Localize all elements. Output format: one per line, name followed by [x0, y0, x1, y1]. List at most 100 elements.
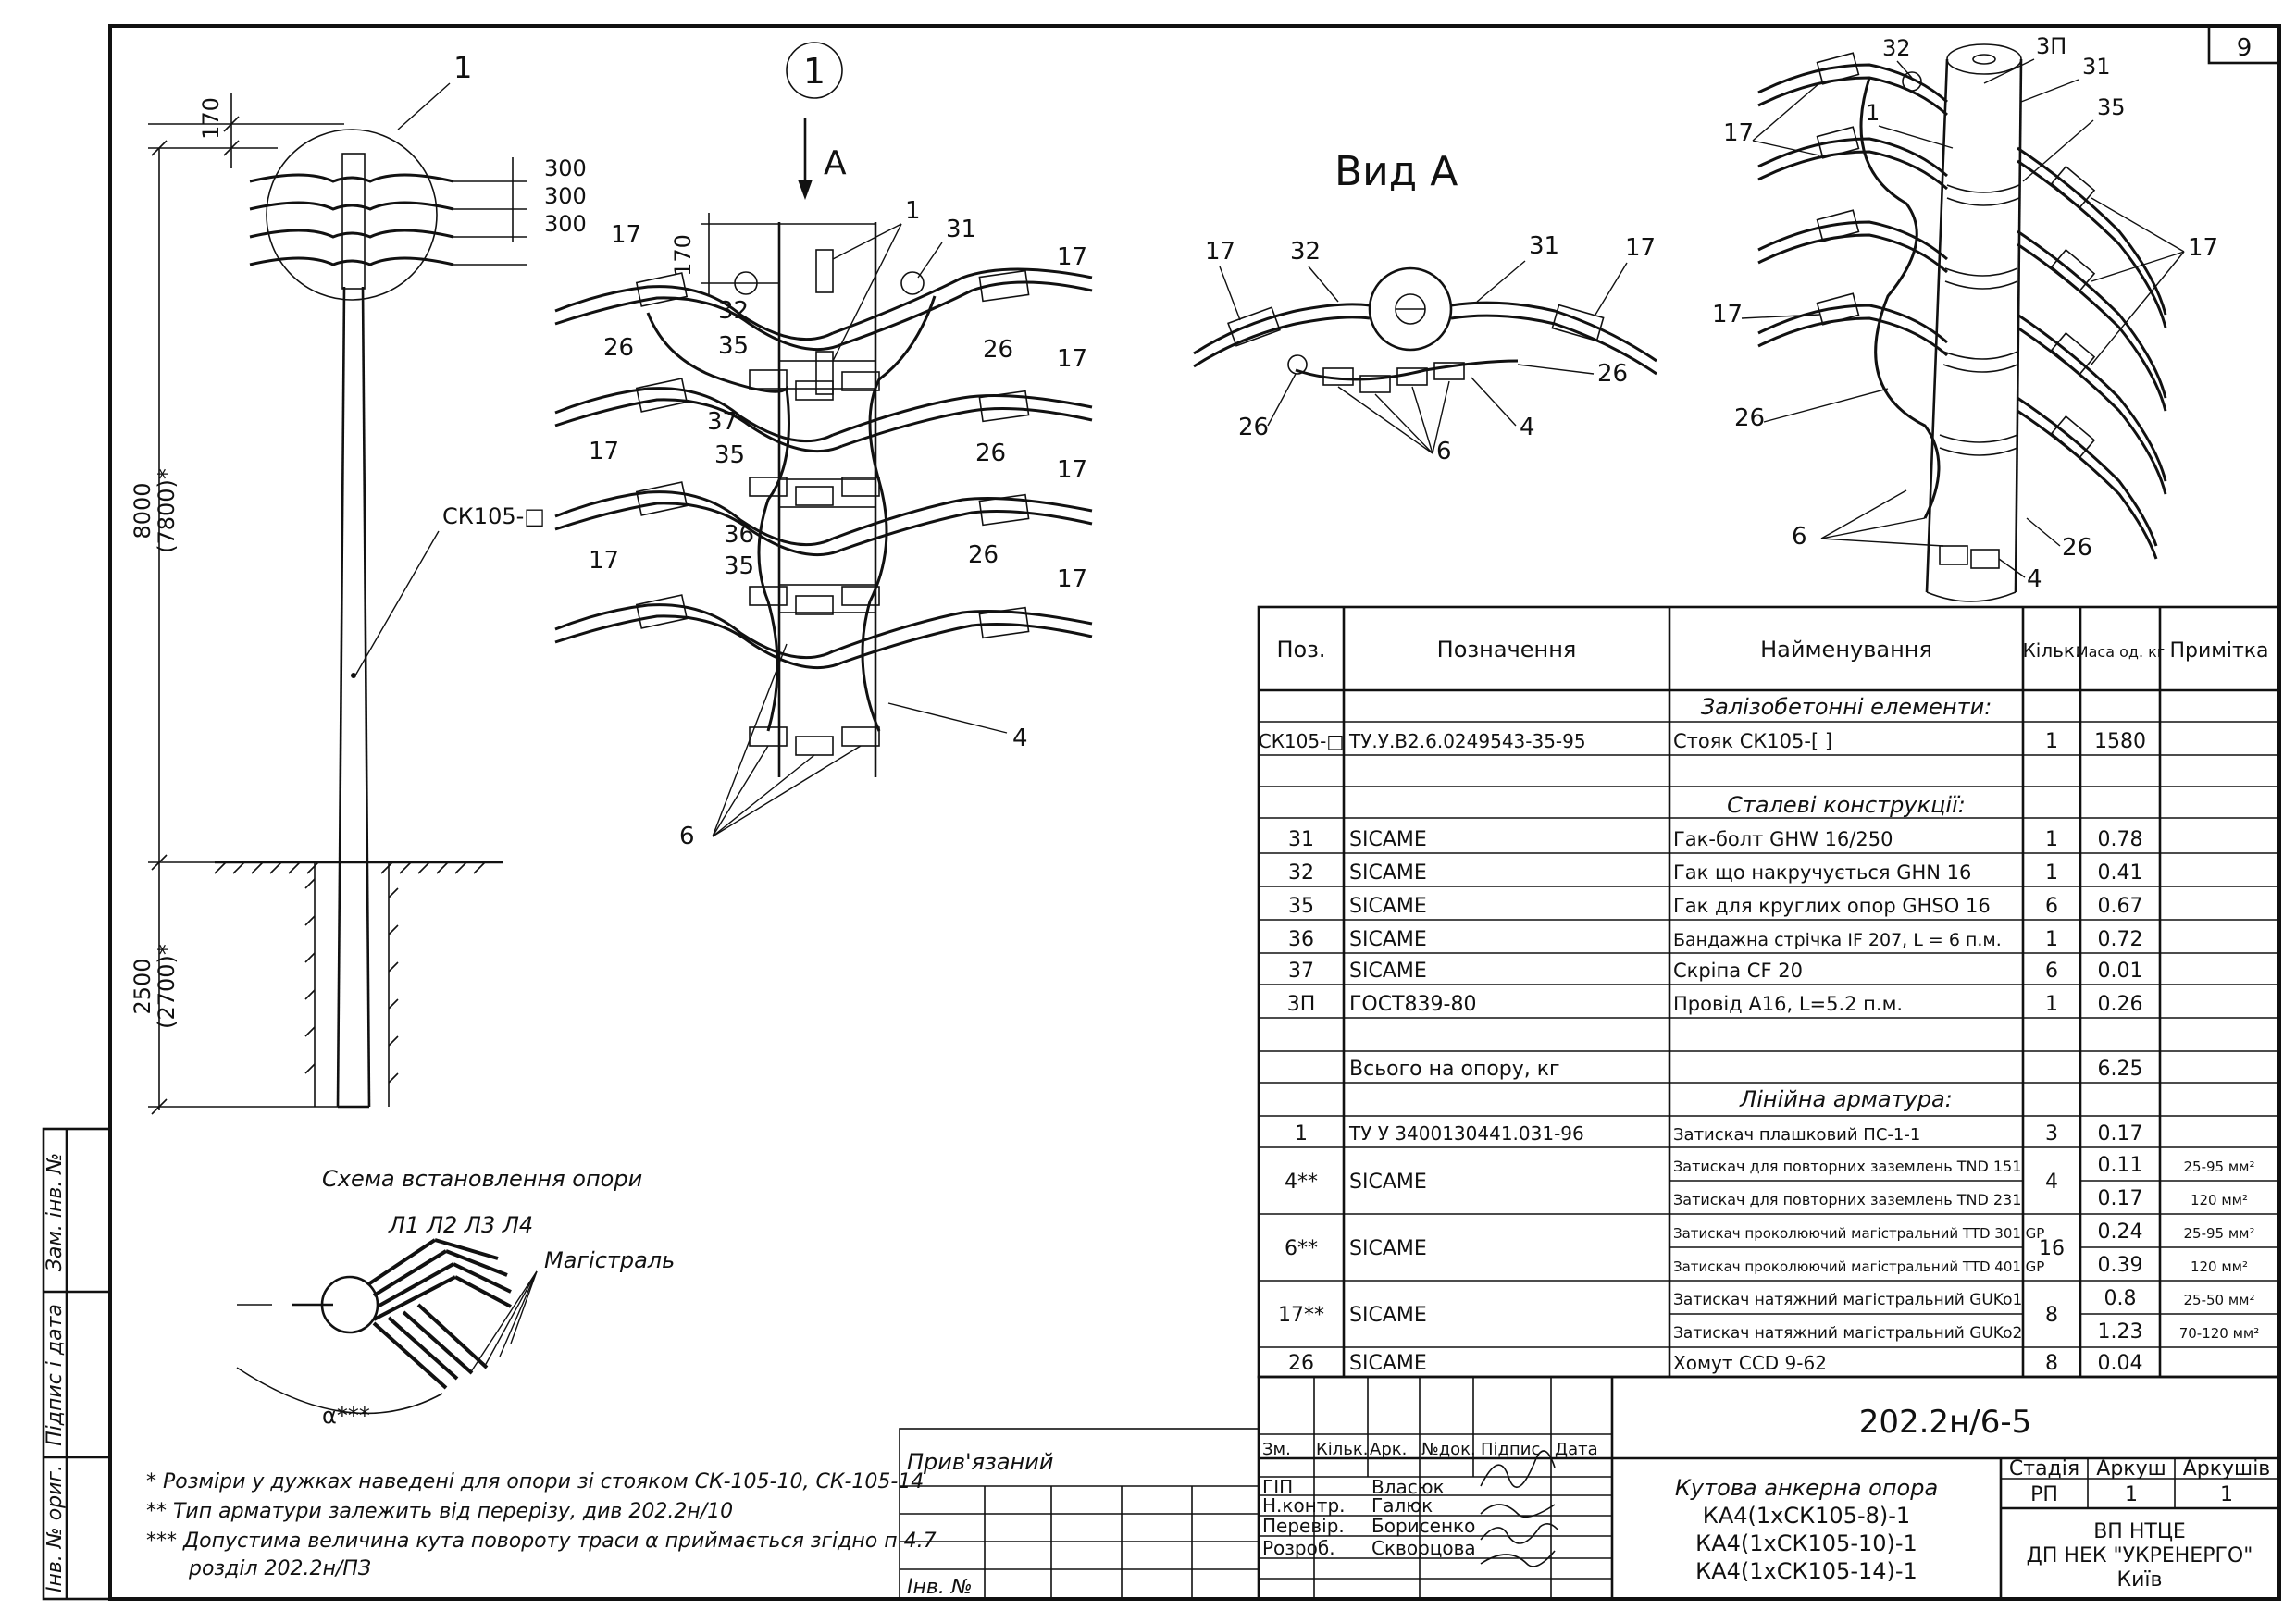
- detail-leader-labels: 1 31 32 35 35 35 37 36 26 26 26 26 17 17…: [589, 197, 1087, 850]
- staff-role: Перевір.: [1262, 1515, 1345, 1537]
- signatures: [1480, 1450, 1559, 1567]
- view-a-label-31: 31: [1529, 232, 1559, 260]
- cell-mass-b: 0.17: [2098, 1187, 2143, 1210]
- cell-name: Гак-болт GHW 16/250: [1673, 828, 1893, 850]
- col-header-note: Примітка: [2169, 639, 2268, 663]
- section-steel: Сталеві конструкції:: [1727, 792, 1966, 818]
- cell-note-b: 120 мм²: [2191, 1258, 2248, 1275]
- spec-row-4: 4** SICAME 4 Затискач для повторних зазе…: [1285, 1154, 2255, 1210]
- cell-name-b: Затискач для повторних заземлень TND 231: [1673, 1191, 2021, 1208]
- staff-role: ГІП: [1262, 1476, 1293, 1498]
- staff-row: Н.контр. Галюк: [1262, 1494, 1433, 1517]
- cell-name: Провід А16, L=5.2 п.м.: [1673, 993, 1903, 1015]
- cell-name: Гак що накручується GHN 16: [1673, 861, 1971, 884]
- cell-mass-b: 1.23: [2098, 1320, 2143, 1344]
- view-a-title: Вид А: [1334, 148, 1458, 195]
- iso-label-35: 35: [2097, 94, 2126, 120]
- cell-designation: Всього на опору, кг: [1349, 1058, 1560, 1081]
- detail-label-26d: 26: [968, 541, 999, 569]
- detail-label-37: 37: [707, 408, 738, 436]
- cell-name-b: Затискач проколюючий магістральний TTD 4…: [1673, 1258, 2044, 1275]
- cell-mass: 0.41: [2098, 861, 2143, 885]
- doc-code: 202.2н/6-5: [1859, 1404, 2032, 1441]
- note-3: *** Допустима величина кута повороту тра…: [146, 1530, 937, 1553]
- org-line-2: ДП НЕК "УКРЕНЕРГО": [2027, 1544, 2253, 1567]
- cell-qty: 3: [2045, 1122, 2058, 1146]
- sheet-value: 1: [2125, 1483, 2138, 1506]
- detail-label-17f: 17: [589, 547, 619, 575]
- detail-label-35c: 35: [724, 552, 754, 580]
- staff-role: Н.контр.: [1262, 1494, 1346, 1517]
- staff-row: Розроб. Скворцова: [1262, 1537, 1476, 1559]
- note-2: ** Тип арматури залежить від перерізу, д…: [146, 1500, 733, 1523]
- iso-label-32: 32: [1882, 35, 1911, 61]
- cell-mass: 6.25: [2098, 1058, 2143, 1081]
- iso-label-17a: 17: [1723, 119, 1754, 147]
- detail-label-35b: 35: [714, 441, 745, 469]
- dim-170-top: 170: [198, 97, 224, 140]
- col-kilk: Кільк.: [1316, 1440, 1369, 1459]
- cell-name: Хомут CCD 9-62: [1673, 1352, 1827, 1374]
- sheets-value: 1: [2220, 1483, 2233, 1506]
- cell-qty: 1: [2045, 828, 2058, 851]
- cell-name: Гак для круглих опор GHSO 16: [1673, 895, 1991, 917]
- cell-pos: 3П: [1287, 993, 1316, 1016]
- cell-mass-a: 0.24: [2098, 1220, 2143, 1244]
- spec-row-37: 37 SICAME Скріпа CF 20 6 0.01: [1288, 960, 2142, 983]
- iso-label-26b: 26: [2062, 534, 2092, 562]
- cell-note-a: 25-95 мм²: [2184, 1158, 2255, 1175]
- col-header-name: Найменування: [1760, 637, 1932, 663]
- cell-qty: 1: [2045, 730, 2058, 753]
- col-ark: Арк.: [1370, 1440, 1407, 1459]
- col-header-pos: Поз.: [1276, 637, 1325, 663]
- dim-height-alt: (7800)*: [154, 468, 180, 553]
- dim-300-3: 300: [544, 211, 587, 237]
- linked-block: Прив'язаний Інв. №: [899, 1428, 1260, 1600]
- sheets-header: Аркушів: [2183, 1457, 2271, 1481]
- cell-name: Бандажна стрічка IF 207, L = 6 п.м.: [1673, 930, 2002, 950]
- spec-row-32: 32 SICAME Гак що накручується GHN 16 1 0…: [1288, 861, 2142, 885]
- section-linear: Лінійна арматура:: [1739, 1086, 1953, 1112]
- spec-row-17: 17** SICAME 8 Затискач натяжний магістра…: [1278, 1287, 2259, 1344]
- cell-pos: 6**: [1285, 1237, 1318, 1260]
- detail-label-35a: 35: [718, 332, 749, 360]
- detail-dim-170: 170: [670, 234, 696, 277]
- detail-label-36: 36: [724, 521, 754, 549]
- cell-note-b: 120 мм²: [2191, 1192, 2248, 1208]
- dim-300-1: 300: [544, 155, 587, 181]
- view-a-label-17a: 17: [1205, 238, 1235, 266]
- stage-value: РП: [2030, 1483, 2058, 1506]
- cell-mass: 0.04: [2098, 1352, 2143, 1375]
- staff-name: Борисенко: [1371, 1515, 1475, 1537]
- cell-qty: 8: [2045, 1304, 2058, 1327]
- view-a-label-26b: 26: [1597, 360, 1628, 388]
- pole-type-label: СК105-□: [442, 503, 545, 529]
- specification-table: Поз. Позначення Найменування Кільк. Маса…: [1257, 605, 2281, 1379]
- iso-label-3p: 3П: [2036, 33, 2066, 59]
- cell-pos: СК105-□: [1259, 730, 1344, 752]
- dim-depth-alt: (2700)*: [154, 944, 180, 1029]
- sheet-header: Аркуш: [2096, 1457, 2166, 1481]
- cell-mass: 0.01: [2098, 960, 2143, 983]
- stage-header: Стадія: [2009, 1457, 2079, 1481]
- margin-signature-date: Підпис і дата: [43, 1304, 67, 1446]
- detail-view-1: 1 А 170: [554, 42, 1093, 850]
- view-arrow-label: А: [824, 144, 847, 182]
- view-a: Вид А 17 32 31 17 26 26 6: [1193, 148, 1657, 465]
- cell-qty: 6: [2045, 895, 2058, 918]
- cell-mass-a: 0.11: [2098, 1154, 2143, 1177]
- col-header-designation: Позначення: [1437, 637, 1577, 663]
- spec-row-35: 35 SICAME Гак для круглих опор GHSO 16 6…: [1288, 895, 2142, 918]
- cell-note-a: 25-50 мм²: [2184, 1292, 2255, 1308]
- spec-row-36: 36 SICAME Бандажна стрічка IF 207, L = 6…: [1288, 928, 2142, 951]
- col-pidpys: Підпис: [1481, 1440, 1540, 1459]
- margin-orig-inv: Інв. № ориг.: [43, 1465, 67, 1592]
- cell-name-a: Затискач проколюючий магістральний TTD 3…: [1673, 1225, 2044, 1242]
- cell-designation: ГОСТ839-80: [1349, 993, 1476, 1016]
- iso-label-17b: 17: [1712, 301, 1743, 328]
- detail-label-17e: 17: [1057, 456, 1087, 484]
- title-line-3: КА4(1хСК105-10)-1: [1695, 1530, 1917, 1556]
- cell-designation: ТУ У 3400130441.031-96: [1348, 1122, 1584, 1145]
- detail-label-26c: 26: [975, 440, 1006, 467]
